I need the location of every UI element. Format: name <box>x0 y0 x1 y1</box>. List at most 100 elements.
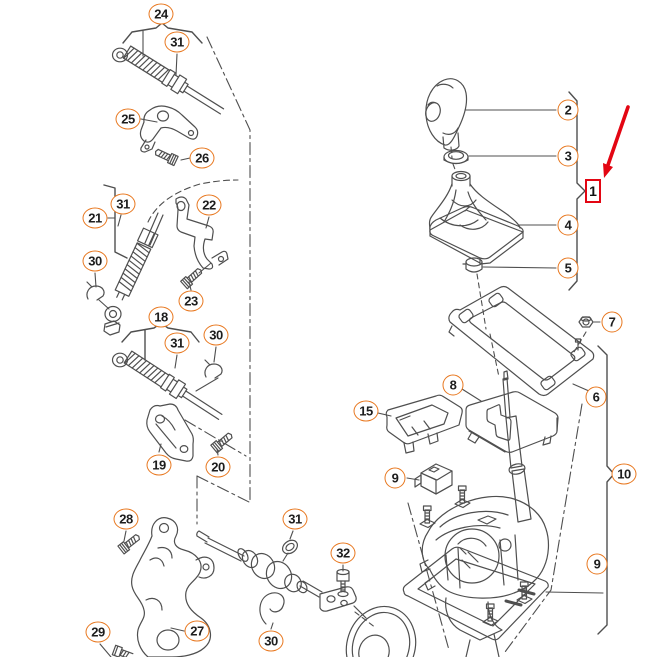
callout-3-21[interactable]: 3 <box>557 145 579 167</box>
callout-31-15[interactable]: 31 <box>282 508 308 530</box>
callout-label: 3 <box>564 148 572 164</box>
part-gear-knob <box>425 78 468 151</box>
callout-6-25[interactable]: 6 <box>585 386 607 408</box>
callout-label: 26 <box>195 150 209 166</box>
callout-label: 25 <box>121 111 135 127</box>
callout-31-10[interactable]: 31 <box>164 332 190 354</box>
callout-7-24[interactable]: 7 <box>601 311 623 333</box>
alignment-dashes <box>147 146 587 629</box>
callout-27-17[interactable]: 27 <box>184 620 210 642</box>
callout-label: 15 <box>359 403 373 419</box>
part-cable-bottom <box>196 530 367 619</box>
part-clip-30-upper <box>86 281 105 301</box>
part-switch-9 <box>414 463 453 495</box>
reference-lines <box>184 36 583 653</box>
callout-label: 28 <box>119 511 133 527</box>
callout-label: 2 <box>564 102 572 118</box>
callout-label: 4 <box>564 217 572 233</box>
callout-4-22[interactable]: 4 <box>557 214 579 236</box>
callout-label: 21 <box>88 210 102 226</box>
callout-2-20[interactable]: 2 <box>557 99 579 121</box>
callout-label: 6 <box>592 389 600 405</box>
callout-label: 23 <box>184 293 198 309</box>
callout-label: 31 <box>170 34 184 50</box>
callout-8-26[interactable]: 8 <box>442 374 464 396</box>
bracket-21 <box>103 184 128 259</box>
part-clip-30-lower <box>259 592 285 625</box>
callout-label: 18 <box>154 309 168 325</box>
callout-31-1[interactable]: 31 <box>164 31 190 53</box>
part-bolt-29-edge <box>111 644 134 657</box>
callout-label: 32 <box>336 545 350 561</box>
part-trim-frame <box>448 285 595 397</box>
part-bracket-22 <box>175 196 229 270</box>
part-shift-boot <box>428 170 524 265</box>
part-cable-18 <box>111 350 223 421</box>
highlight-arrow <box>603 105 630 178</box>
part-bracket-27 <box>131 517 215 657</box>
callout-18-9[interactable]: 18 <box>148 306 174 328</box>
callout-32-19[interactable]: 32 <box>330 542 356 564</box>
callout-31-4[interactable]: 31 <box>110 193 136 215</box>
part-bolt-32 <box>336 568 350 598</box>
callout-30-11[interactable]: 30 <box>203 324 229 346</box>
part-bolt-28 <box>117 534 140 555</box>
callout-label: 22 <box>202 197 216 213</box>
part-nut-7 <box>578 316 594 328</box>
callout-29-16[interactable]: 29 <box>85 621 111 643</box>
callout-label: 31 <box>170 335 184 351</box>
callout-label: 8 <box>449 377 457 393</box>
part-bolt-26 <box>155 148 179 167</box>
highlighted-callout-label: 1 <box>589 183 597 199</box>
callout-23-8[interactable]: 23 <box>178 290 204 312</box>
callout-15-27[interactable]: 15 <box>353 400 379 422</box>
part-oval-seal <box>345 605 417 657</box>
part-bracket-25 <box>139 105 199 153</box>
part-gate-plate <box>465 391 559 453</box>
callout-label: 29 <box>91 624 105 640</box>
callout-30-18[interactable]: 30 <box>258 630 284 652</box>
callout-label: 30 <box>264 633 278 649</box>
group-brackets <box>103 22 615 635</box>
part-shifter-assembly <box>402 370 550 657</box>
callout-label: 30 <box>209 327 223 343</box>
part-clip-30-middle <box>204 359 223 379</box>
callout-label: 7 <box>608 314 616 330</box>
callout-label: 5 <box>564 260 572 276</box>
part-bushing-5 <box>462 257 483 273</box>
part-slide-rail <box>385 394 463 454</box>
part-bolt-20 <box>210 432 233 454</box>
callout-label: 24 <box>154 6 168 22</box>
part-cable-21 <box>103 212 164 336</box>
callout-26-3[interactable]: 26 <box>189 147 215 169</box>
callout-label: 20 <box>211 459 225 475</box>
callout-label: 31 <box>288 511 302 527</box>
part-ring-31 <box>281 539 299 555</box>
part-cable-24 <box>111 45 225 115</box>
highlighted-callout-box[interactable]: 1 <box>585 179 601 203</box>
callout-30-7[interactable]: 30 <box>82 250 108 272</box>
callout-22-6[interactable]: 22 <box>196 194 222 216</box>
callout-label: 27 <box>190 623 204 639</box>
callout-label: 9 <box>391 470 399 486</box>
callout-5-23[interactable]: 5 <box>557 257 579 279</box>
part-bracket-19 <box>146 403 194 462</box>
callout-20-13[interactable]: 20 <box>205 456 231 478</box>
callout-label: 30 <box>88 253 102 269</box>
callout-28-14[interactable]: 28 <box>113 508 139 530</box>
bracket-24 <box>122 22 203 44</box>
callout-25-2[interactable]: 25 <box>115 108 141 130</box>
callout-21-5[interactable]: 21 <box>82 207 108 229</box>
callout-label: 19 <box>152 457 166 473</box>
callout-19-12[interactable]: 19 <box>146 454 172 476</box>
callout-9-30[interactable]: 9 <box>586 553 608 575</box>
part-ring-3 <box>443 149 469 165</box>
callout-9-28[interactable]: 9 <box>384 467 406 489</box>
callout-label: 10 <box>617 466 631 482</box>
callout-24-0[interactable]: 24 <box>148 3 174 25</box>
callout-label: 9 <box>593 556 601 572</box>
part-bolt-23 <box>180 268 203 290</box>
callout-10-29[interactable]: 10 <box>611 463 637 485</box>
